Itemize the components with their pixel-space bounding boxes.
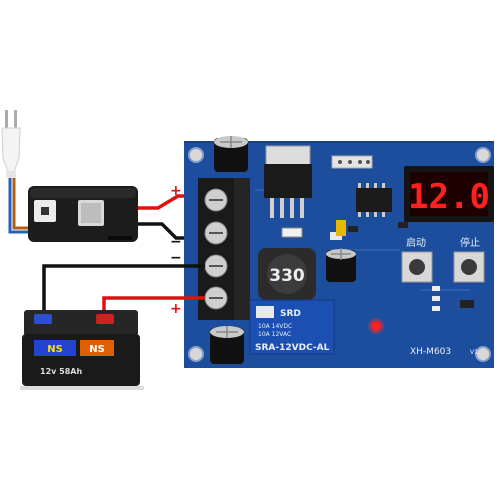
tantalum-capacitor: [336, 220, 346, 236]
relay-spec-line2: 10A 12VAC: [258, 331, 291, 338]
header-pins: [331, 155, 373, 169]
battery-spec: 12v 58Ah: [40, 367, 82, 376]
board-model: XH-M603: [410, 347, 451, 357]
ac-cord: [8, 178, 30, 234]
relay-spec-line1: 10A 14VDC: [258, 323, 292, 330]
relay: SRD 10A 14VDC 10A 12VAC SRA-12VDC-AL: [249, 299, 335, 355]
battery-red-wire: [102, 296, 205, 312]
status-led: [368, 318, 384, 334]
power-inductor: 330: [258, 248, 316, 300]
terminal-block: [198, 178, 250, 320]
display-reading: 12.0: [408, 177, 490, 217]
stop-button-label: 停止: [460, 236, 480, 249]
soic-chip: [356, 183, 392, 217]
polarity-minus-bottom: −: [170, 250, 182, 266]
terminal-screw-1: [204, 188, 228, 212]
inductor-code: 330: [269, 266, 305, 286]
start-button-label: 启动: [406, 236, 426, 249]
regulator-ic: [264, 145, 312, 218]
battery-brand-right: NS: [89, 344, 105, 355]
capacitor-mid: [326, 248, 356, 282]
capacitor-bottom: [210, 326, 244, 364]
polarity-minus-top: −: [170, 234, 182, 250]
terminal-screw-4: [204, 286, 228, 310]
relay-brand: SRD: [280, 309, 301, 319]
board-version: V1: [470, 349, 478, 356]
terminal-screw-2: [204, 221, 228, 245]
seven-segment-display: 12.0: [404, 166, 494, 222]
capacitor-top: [214, 136, 248, 172]
battery-black-wire: [42, 264, 205, 310]
car-battery: NS NS 12v 58Ah: [22, 310, 140, 386]
relay-model: SRA-12VDC-AL: [255, 343, 330, 353]
ac-plug: [1, 110, 21, 178]
start-button: [401, 251, 433, 283]
battery-shadow: [20, 386, 144, 390]
polarity-plus-top: +: [170, 183, 182, 199]
polarity-plus-bottom: +: [170, 301, 182, 317]
terminal-screw-3: [204, 254, 228, 278]
charger-adapter: [28, 186, 138, 242]
battery-brand-left: NS: [47, 344, 63, 355]
stop-button: [453, 251, 485, 283]
